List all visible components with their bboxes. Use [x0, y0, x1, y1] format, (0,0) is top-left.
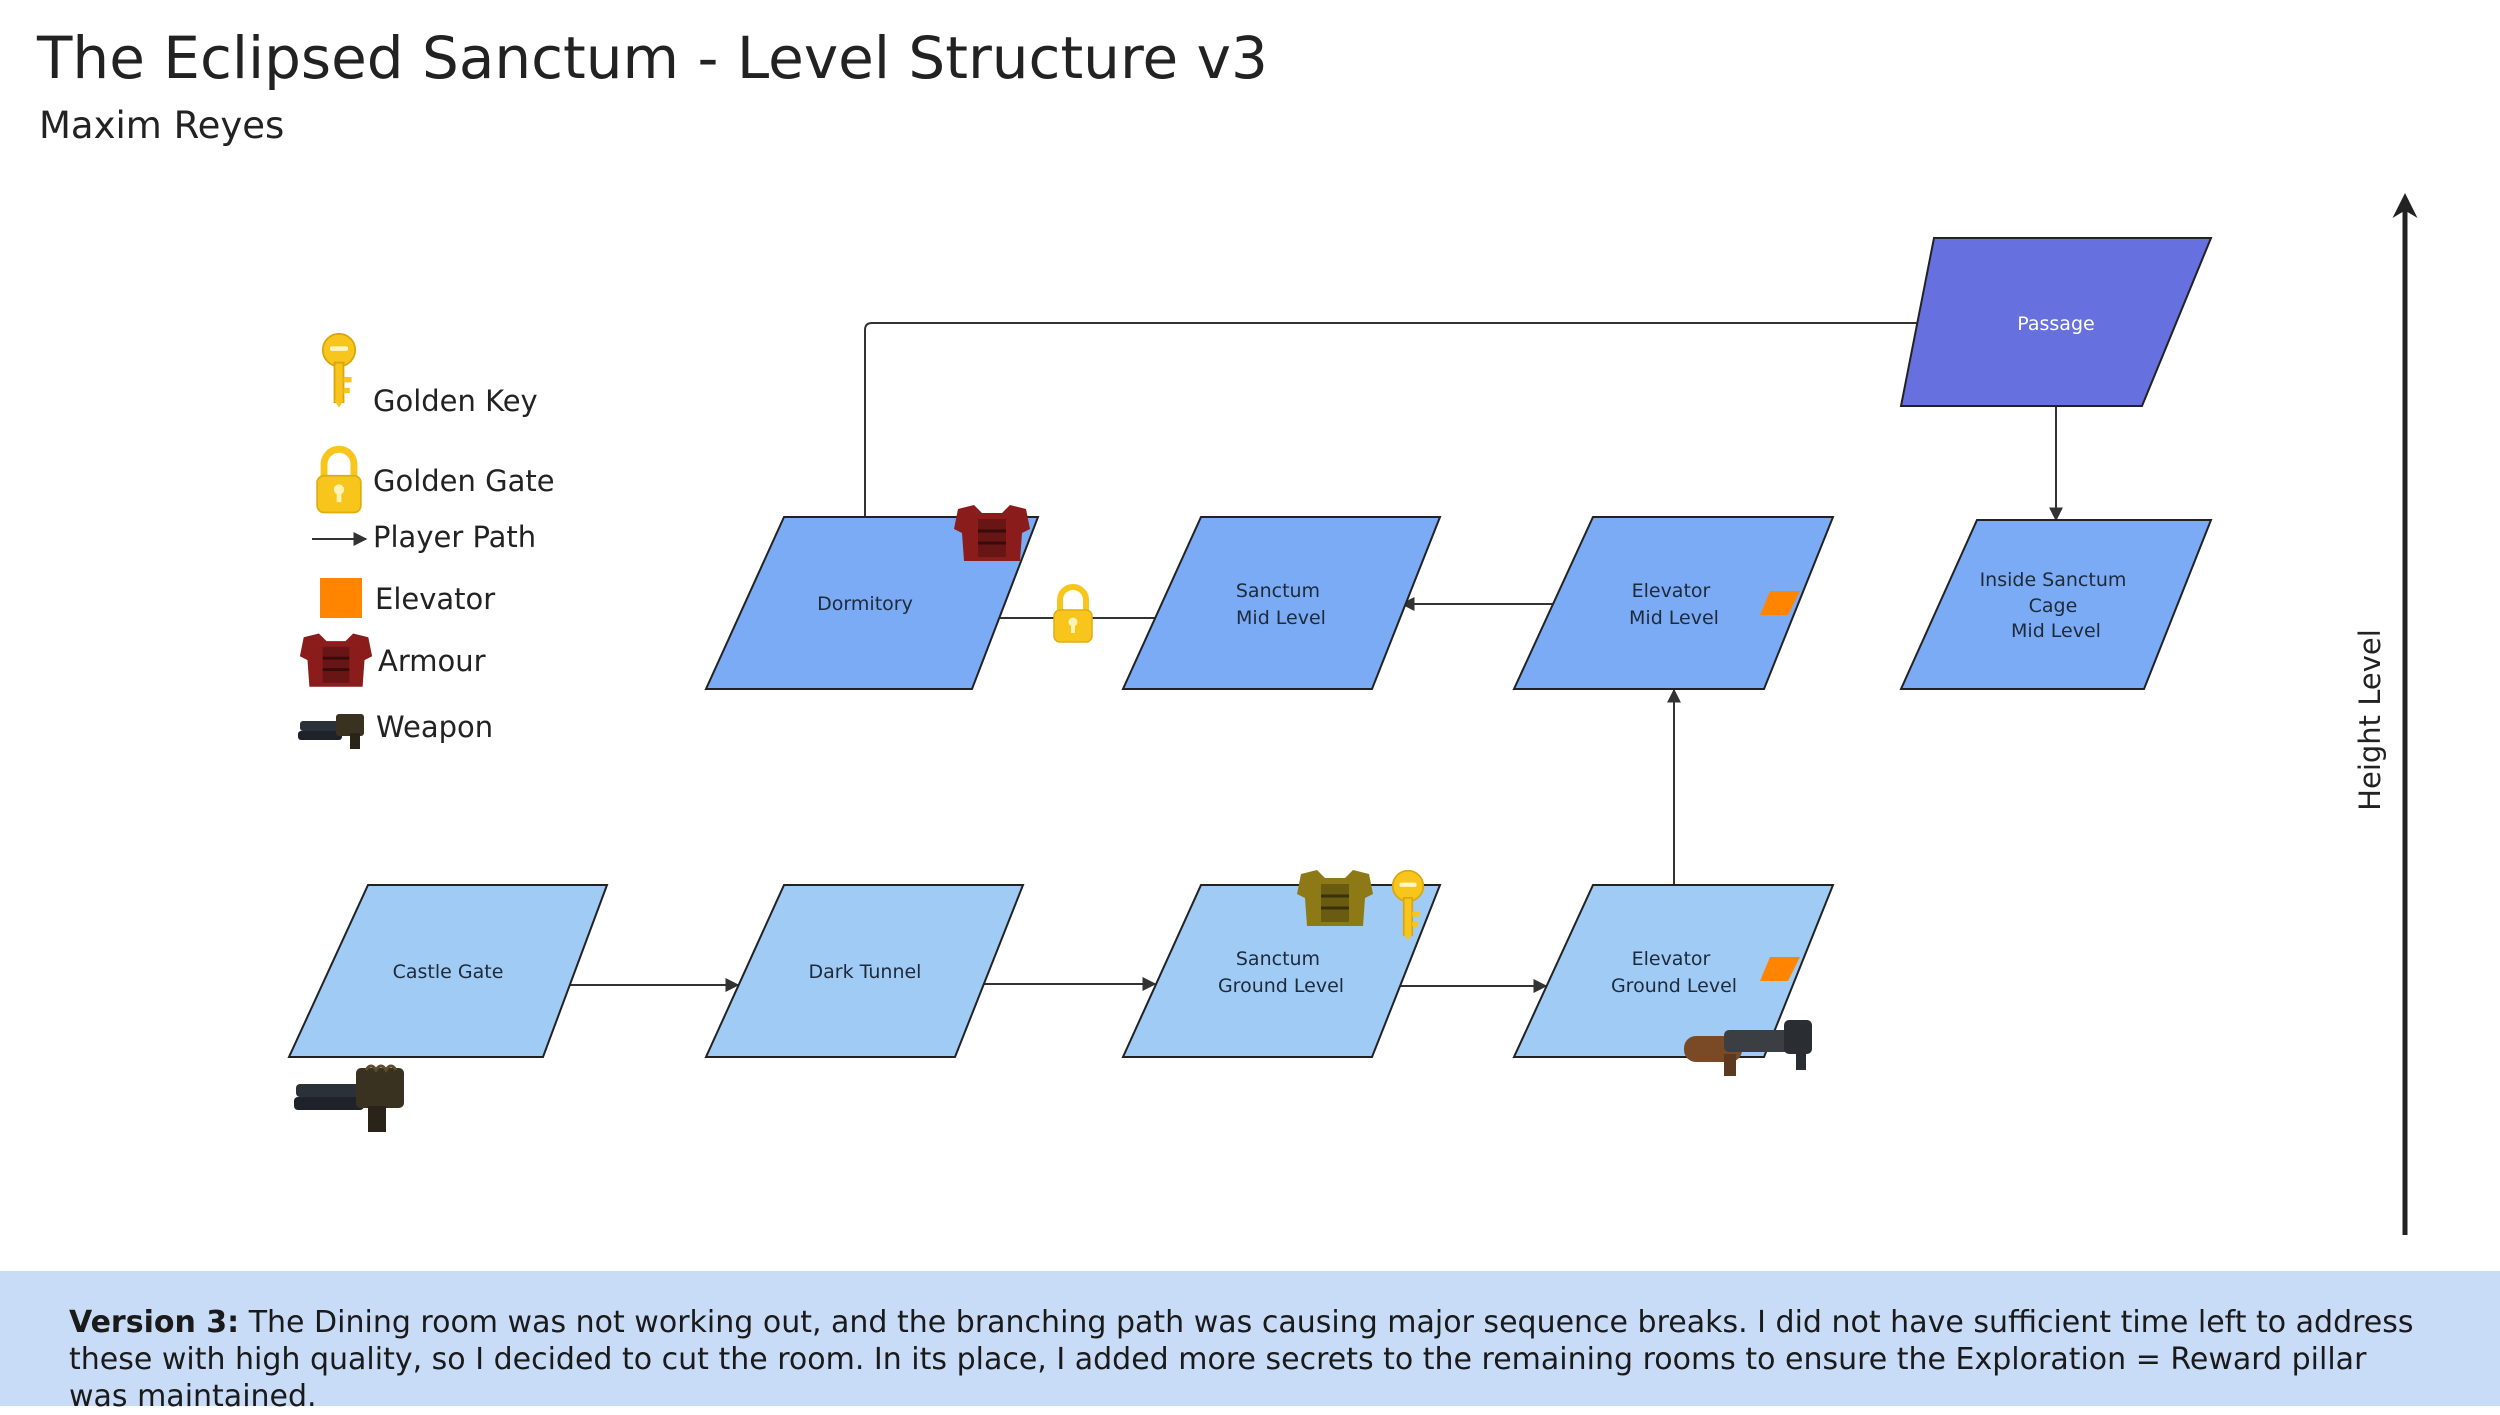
- height-level-label: Height Level: [2353, 629, 2387, 811]
- node-sanctum-ground: Sanctum Ground Level: [1121, 884, 1442, 1058]
- legend-golden-key-label: Golden Key: [373, 384, 538, 418]
- elevator-marker-icon: [1760, 957, 1800, 981]
- node-sanctum-ground-label: Sanctum Ground Level: [1218, 948, 1344, 997]
- author-name: Maxim Reyes: [39, 104, 285, 147]
- gold-armour-icon: [1295, 868, 1375, 928]
- version-notes-text: The Dining room was not working out, and…: [69, 1305, 2414, 1414]
- node-sanctum-mid: Sanctum Mid Level: [1121, 516, 1442, 690]
- node-dormitory-label: Dormitory: [817, 593, 913, 615]
- node-elevator-ground: Elevator Ground Level: [1512, 884, 1835, 1058]
- armour-icon: [952, 503, 1032, 563]
- node-elevator-mid: Elevator Mid Level: [1512, 516, 1835, 690]
- legend-golden-gate-label: Golden Gate: [373, 464, 555, 498]
- node-elevator-ground-label: Elevator Ground Level: [1611, 948, 1737, 997]
- rocket-launcher-icon: [1684, 1020, 1812, 1076]
- node-dark-tunnel: Dark Tunnel: [704, 884, 1025, 1058]
- height-level-axis: Height Level: [2330, 629, 2410, 811]
- elevator-square-icon: [320, 578, 362, 618]
- node-inside-cage-label: Inside Sanctum Cage Mid Level: [1980, 569, 2133, 642]
- node-elevator-mid-label: Elevator Mid Level: [1629, 580, 1719, 629]
- elevator-marker-icon: [1760, 591, 1800, 615]
- legend-player-path-label: Player Path: [373, 520, 537, 554]
- legend-weapon-label: Weapon: [376, 710, 494, 744]
- armour-icon: [298, 632, 374, 689]
- node-dark-tunnel-label: Dark Tunnel: [809, 961, 922, 983]
- page-title: The Eclipsed Sanctum - Level Structure v…: [37, 24, 1268, 92]
- golden-key-icon: [321, 332, 357, 409]
- version-notes: Version 3: The Dining room was not worki…: [0, 1271, 2500, 1414]
- node-castle-gate-label: Castle Gate: [393, 961, 504, 983]
- golden-gate-lock-icon: [317, 449, 361, 512]
- node-passage-label: Passage: [2017, 313, 2094, 335]
- node-sanctum-mid-label: Sanctum Mid Level: [1236, 580, 1326, 629]
- legend-armour-label: Armour: [378, 644, 486, 678]
- node-castle-gate: Castle Gate: [287, 884, 609, 1058]
- weapon-icon: [298, 714, 364, 749]
- node-passage: Passage: [1899, 237, 2213, 407]
- weapon-icon: [294, 1064, 404, 1132]
- node-inside-cage: Inside Sanctum Cage Mid Level: [1899, 519, 2213, 690]
- version-label: Version 3:: [69, 1305, 240, 1340]
- legend-elevator-label: Elevator: [375, 582, 496, 616]
- path-dormitory-to-passage: [864, 316, 1940, 517]
- golden-gate-lock-icon: [1054, 587, 1092, 642]
- node-dormitory: Dormitory: [704, 516, 1040, 690]
